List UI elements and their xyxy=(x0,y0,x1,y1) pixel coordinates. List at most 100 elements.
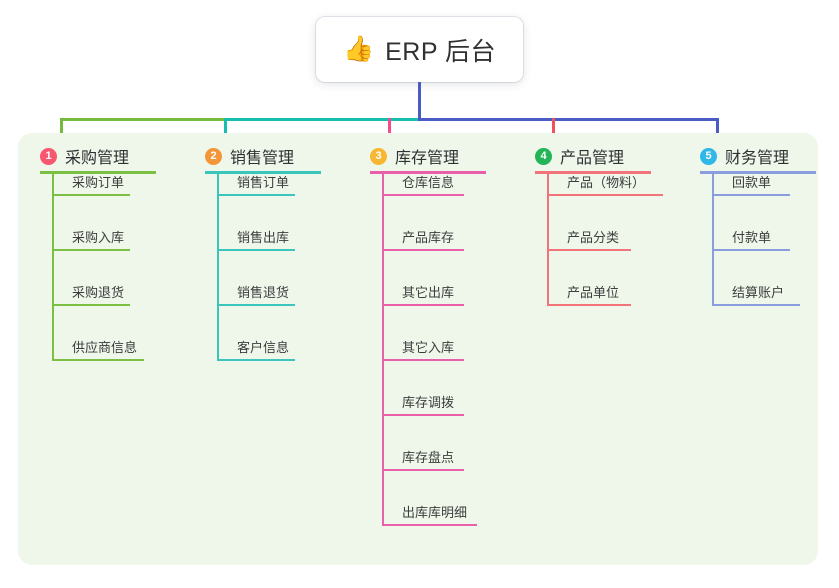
module-item-rule xyxy=(382,194,464,196)
module-title-1: 采购管理 xyxy=(65,150,130,167)
module-item[interactable]: 其它出库 xyxy=(382,280,464,306)
module-item-rule xyxy=(547,249,631,251)
module-item[interactable]: 其它入库 xyxy=(382,335,464,361)
module-badge-3: 3 xyxy=(370,147,387,165)
root-node-erp-backend[interactable]: 👍 ERP 后台 xyxy=(316,17,523,82)
module-item-rule xyxy=(217,304,295,306)
module-item-label: 产品单位 xyxy=(567,285,620,300)
module-header-4[interactable]: 4 产品管理 xyxy=(535,144,624,168)
connector-drop-5 xyxy=(716,118,719,144)
module-item[interactable]: 产品分类 xyxy=(547,225,631,251)
module-spine-5 xyxy=(712,173,714,306)
module-item-rule xyxy=(547,194,663,196)
module-item-label: 出库库明细 xyxy=(402,505,468,520)
module-item-label: 产品库存 xyxy=(402,230,455,245)
module-item[interactable]: 供应商信息 xyxy=(52,335,144,361)
module-badge-5: 5 xyxy=(700,147,717,165)
connector-drop-4 xyxy=(552,118,555,144)
module-title-2: 销售管理 xyxy=(230,150,295,167)
module-item[interactable]: 销售订单 xyxy=(217,170,295,196)
module-item[interactable]: 产品单位 xyxy=(547,280,631,306)
module-badge-1: 1 xyxy=(40,147,57,165)
connector-drop-1 xyxy=(60,118,63,144)
module-item[interactable]: 结算账户 xyxy=(712,280,800,306)
module-item[interactable]: 库存盘点 xyxy=(382,445,464,471)
module-item-label: 回款单 xyxy=(732,175,772,190)
module-item-rule xyxy=(712,194,790,196)
connector-drop-3 xyxy=(388,118,391,144)
module-header-rule-4 xyxy=(535,171,651,174)
module-item-label: 库存盘点 xyxy=(402,450,455,465)
thumbs-up-icon: 👍 xyxy=(342,35,375,63)
module-header-3[interactable]: 3 库存管理 xyxy=(370,144,459,168)
module-item[interactable]: 库存调拨 xyxy=(382,390,464,416)
module-item-rule xyxy=(382,359,464,361)
module-item-rule xyxy=(382,469,464,471)
module-spine-4 xyxy=(547,173,549,306)
module-item-label: 销售订单 xyxy=(237,175,290,190)
modules-panel: 1 采购管理采购订单采购入库采购退货供应商信息 2 销售管理销售订单销售出库销售退货客… xyxy=(18,133,818,565)
module-item[interactable]: 销售退货 xyxy=(217,280,295,306)
connector-bar-segment-2 xyxy=(224,118,421,121)
connector-lines xyxy=(0,0,839,145)
module-item[interactable]: 采购退货 xyxy=(52,280,130,306)
module-header-rule-2 xyxy=(205,171,321,174)
connector-bar-segment-1 xyxy=(60,118,227,121)
module-item-label: 其它入库 xyxy=(402,340,455,355)
module-badge-2: 2 xyxy=(205,147,222,165)
module-item[interactable]: 销售出库 xyxy=(217,225,295,251)
module-item-rule xyxy=(382,414,464,416)
module-item[interactable]: 采购订单 xyxy=(52,170,130,196)
module-item-rule xyxy=(547,304,631,306)
connector-drop-2 xyxy=(224,118,227,144)
module-item-label: 采购入库 xyxy=(72,230,125,245)
module-title-3: 库存管理 xyxy=(395,150,460,167)
module-item-label: 结算账户 xyxy=(732,285,785,300)
module-item-rule xyxy=(217,249,295,251)
module-header-rule-3 xyxy=(370,171,486,174)
module-item-label: 仓库信息 xyxy=(402,175,455,190)
module-item-rule xyxy=(52,304,130,306)
module-item-rule xyxy=(52,359,144,361)
module-item[interactable]: 产品（物料） xyxy=(547,170,663,196)
module-item-rule xyxy=(382,304,464,306)
module-item[interactable]: 产品库存 xyxy=(382,225,464,251)
module-item-label: 销售出库 xyxy=(237,230,290,245)
module-item-rule xyxy=(217,194,295,196)
module-item-label: 产品分类 xyxy=(567,230,620,245)
module-item[interactable]: 仓库信息 xyxy=(382,170,464,196)
module-header-rule-5 xyxy=(700,171,816,174)
module-header-5[interactable]: 5 财务管理 xyxy=(700,144,789,168)
module-item[interactable]: 出库库明细 xyxy=(382,500,477,526)
connector-bar-segment-3 xyxy=(418,118,719,121)
module-item[interactable]: 采购入库 xyxy=(52,225,130,251)
module-item-label: 其它出库 xyxy=(402,285,455,300)
root-node-title: ERP 后台 xyxy=(385,37,497,66)
module-item-rule xyxy=(382,249,464,251)
module-item-rule xyxy=(217,359,295,361)
module-item-rule xyxy=(712,304,800,306)
module-title-4: 产品管理 xyxy=(560,150,625,167)
module-item-label: 库存调拨 xyxy=(402,395,455,410)
module-item-label: 客户信息 xyxy=(237,340,290,355)
module-item-label: 采购订单 xyxy=(72,175,125,190)
module-item[interactable]: 客户信息 xyxy=(217,335,295,361)
module-item-label: 供应商信息 xyxy=(72,340,138,355)
module-item-label: 产品（物料） xyxy=(567,175,646,190)
connector-stem xyxy=(418,82,421,121)
module-item-label: 采购退货 xyxy=(72,285,125,300)
module-item[interactable]: 付款单 xyxy=(712,225,790,251)
module-header-2[interactable]: 2 销售管理 xyxy=(205,144,294,168)
module-header-rule-1 xyxy=(40,171,156,174)
module-title-5: 财务管理 xyxy=(725,150,790,167)
root-node-content: 👍 ERP 后台 xyxy=(343,32,496,68)
module-spine-1 xyxy=(52,173,54,361)
module-spine-3 xyxy=(382,173,384,526)
module-spine-2 xyxy=(217,173,219,361)
module-header-1[interactable]: 1 采购管理 xyxy=(40,144,129,168)
module-badge-4: 4 xyxy=(535,147,552,165)
module-item-rule xyxy=(52,194,130,196)
module-item-rule xyxy=(52,249,130,251)
module-item[interactable]: 回款单 xyxy=(712,170,790,196)
